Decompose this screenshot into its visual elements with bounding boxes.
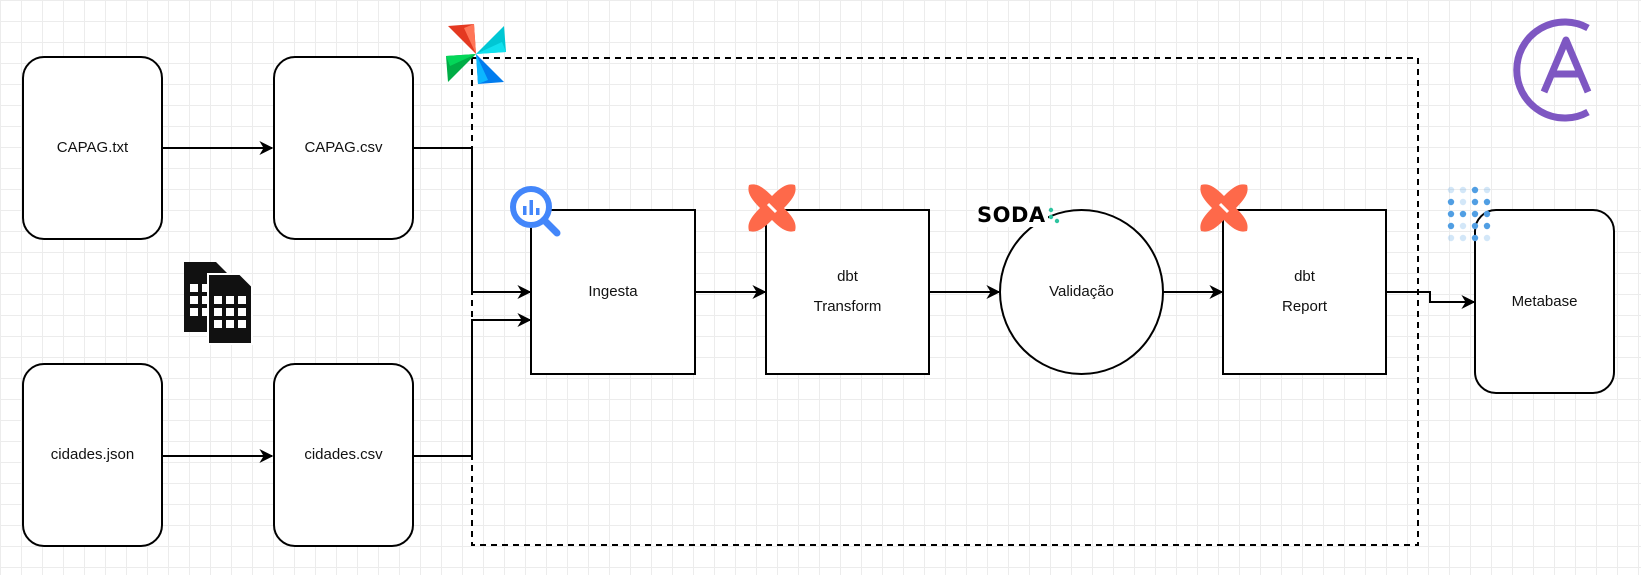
metabase-icon: [1447, 186, 1491, 242]
node-capag-csv[interactable]: CAPAG.csv: [273, 56, 414, 240]
soda-logo: SODA: [975, 203, 1048, 227]
node-dbt-transform-line2: Transform: [813, 298, 882, 315]
node-capag-txt-label: CAPAG.txt: [56, 139, 129, 156]
node-cidades-json[interactable]: cidades.json: [22, 363, 163, 547]
edge-capag-csv-to-ingesta: [414, 147, 532, 299]
airflow-icon: [446, 24, 506, 84]
node-dbt-transform[interactable]: dbt Transform: [765, 209, 930, 375]
node-capag-txt[interactable]: CAPAG.txt: [22, 56, 163, 240]
node-capag-csv-label: CAPAG.csv: [304, 139, 383, 156]
edge-cidades-csv-to-ingesta: [414, 313, 532, 457]
dbt-icon: [748, 184, 796, 232]
bigquery-icon: [510, 186, 561, 237]
node-metabase[interactable]: Metabase: [1474, 209, 1615, 394]
node-dbt-report-line1: dbt: [1294, 268, 1315, 285]
node-cidades-csv[interactable]: cidades.csv: [273, 363, 414, 547]
node-dbt-report[interactable]: dbt Report: [1222, 209, 1387, 375]
edge-report-to-metabase: [1387, 291, 1476, 309]
node-dbt-report-line2: Report: [1281, 298, 1328, 315]
node-ingesta[interactable]: Ingesta: [530, 209, 696, 375]
connectors: [163, 141, 1476, 463]
airflow-dag-boundary: [471, 57, 1419, 546]
node-validacao[interactable]: Validação: [999, 209, 1164, 375]
ca-brand-icon: [1513, 18, 1592, 122]
soda-dots-icon: [1048, 207, 1060, 224]
node-validacao-label: Validação: [1049, 283, 1114, 300]
spreadsheet-files-icon: [184, 262, 253, 345]
node-metabase-label: Metabase: [1511, 292, 1578, 310]
node-dbt-transform-line1: dbt: [837, 268, 858, 285]
node-cidades-json-label: cidades.json: [50, 446, 135, 463]
node-cidades-csv-label: cidades.csv: [304, 446, 383, 463]
node-ingesta-label: Ingesta: [588, 283, 638, 300]
dbt-icon: [1200, 184, 1248, 232]
